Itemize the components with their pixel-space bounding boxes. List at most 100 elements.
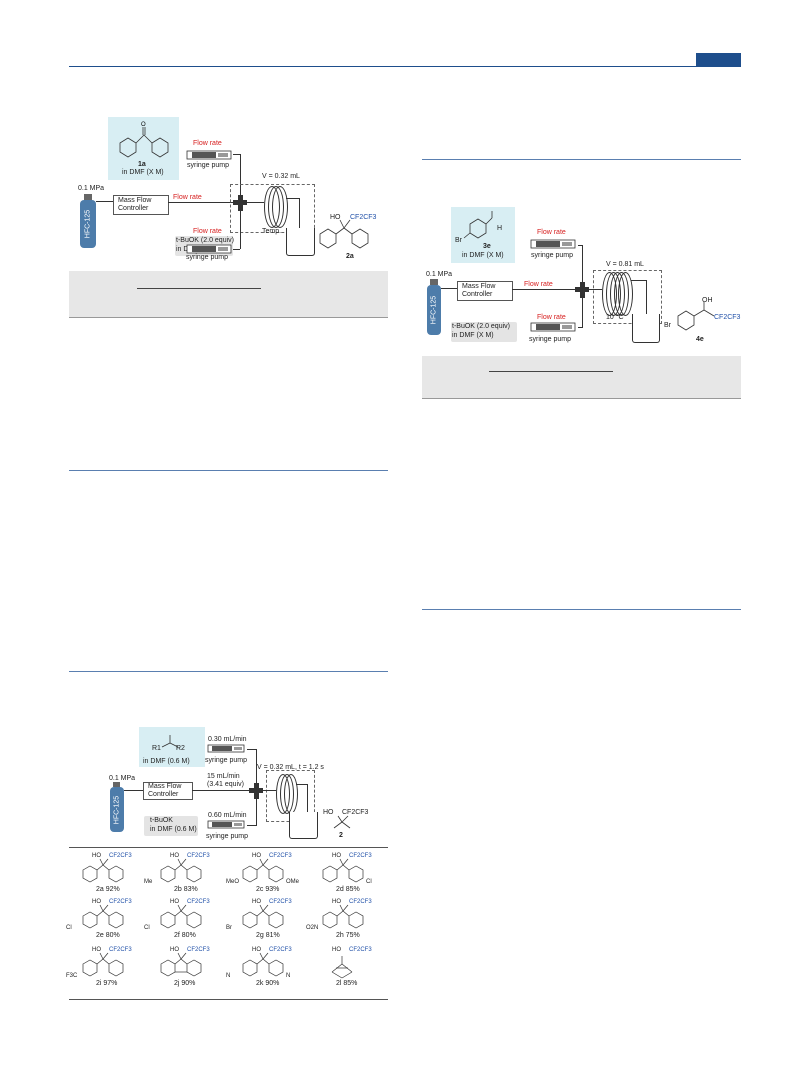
product-structure — [242, 858, 284, 883]
product-fluoro-group: CF2CF3 — [109, 947, 132, 953]
gas-cylinder: HFC-125 — [80, 200, 96, 248]
substituent-left: Br — [226, 925, 232, 931]
tube — [512, 289, 578, 290]
base-label-1: t-BuOK (2.0 equiv) — [176, 237, 234, 244]
section-rule — [69, 470, 388, 471]
conditions-table-header — [69, 271, 388, 317]
cylinder-label: HFC-125 — [84, 209, 92, 239]
syringe-pump-icon — [207, 820, 245, 829]
substituent-right: Cl — [366, 879, 372, 885]
substrate-solvent: in DMF (X M) — [462, 252, 504, 259]
substituent-left: O2N — [306, 925, 319, 931]
benzophenone-structure: O — [119, 122, 169, 158]
mfc-label-2: Controller — [462, 291, 493, 298]
flow-rate-label: 0.60 mL/min — [208, 812, 247, 819]
product-code: 2a — [346, 253, 354, 260]
tube — [441, 288, 458, 289]
valve-icon — [113, 782, 120, 787]
tube — [233, 154, 240, 155]
flow-rate-label: Flow rate — [193, 140, 222, 147]
product-fluoro-group: CF2CF3 — [269, 947, 292, 953]
temperature-label: Temp. — [262, 228, 282, 235]
product-oh: HO — [92, 853, 101, 859]
product-2-structure — [333, 815, 351, 829]
product-oh: HO — [330, 214, 341, 221]
syringe-pump-icon — [207, 744, 245, 753]
table-span-rule — [489, 371, 613, 372]
tube — [192, 790, 250, 791]
tube — [247, 825, 256, 826]
flow-rate-label: Flow rate — [537, 314, 566, 321]
tube — [307, 784, 308, 812]
product-fluoro-group: CF2CF3 — [187, 947, 210, 953]
product-code: 4e — [696, 336, 704, 343]
tube — [631, 280, 647, 281]
product-oh: HO — [92, 947, 101, 953]
tube — [582, 245, 583, 285]
base-label-1: t-BuOK (2.0 equiv) — [452, 323, 510, 330]
valve-icon — [430, 279, 438, 285]
section-rule — [422, 609, 741, 610]
product-fluoro-group: CF2CF3 — [187, 899, 210, 905]
product-4e-structure — [677, 302, 715, 331]
t-mixer-icon — [580, 282, 585, 298]
tube — [296, 784, 308, 785]
product-structure — [82, 858, 124, 883]
reactor-volume: V = 0.32 mL — [262, 173, 300, 180]
tube — [578, 327, 583, 328]
tube — [646, 280, 647, 318]
product-oh: HO — [170, 947, 179, 953]
substrate-code: 3e — [483, 243, 491, 250]
product-oh: HO — [332, 853, 341, 859]
aldehyde-structure — [463, 211, 493, 239]
product-fluoro-group: CF2CF3 — [187, 853, 210, 859]
flow-rate-label: Flow rate — [193, 228, 222, 235]
tube — [240, 208, 241, 249]
tube — [578, 245, 583, 246]
product-structure — [82, 952, 124, 977]
product-fluoro-group: CF2CF3 — [349, 947, 372, 953]
collection-beaker — [289, 812, 318, 839]
product-fluoro-group: CF2CF3 — [349, 899, 372, 905]
syringe-pump-label: syringe pump — [205, 757, 248, 764]
mass-flow-controller: Mass Flow Controller — [143, 782, 193, 800]
substituent-left: Cl — [66, 925, 72, 931]
t-mixer-icon — [254, 783, 259, 799]
substituent-left: N — [226, 973, 231, 979]
product-fluoro-group: CF2CF3 — [109, 853, 132, 859]
substrate-solvent: in DMF (X M) — [122, 169, 164, 176]
flow-rate-label: 0.30 mL/min — [208, 736, 247, 743]
base-label-1: t-BuOK — [150, 817, 173, 824]
product-yield-label: 2i 97% — [96, 980, 118, 987]
product-yield-label: 2c 93% — [256, 886, 280, 893]
tube — [96, 201, 113, 202]
reactor-coil — [284, 774, 298, 814]
collection-beaker — [632, 314, 660, 343]
syringe-pump-icon — [530, 322, 576, 332]
substituent-left: Me — [144, 879, 153, 885]
product-structure — [322, 858, 364, 883]
syringe-pump-label: syringe pump — [187, 162, 230, 169]
tube — [256, 796, 257, 826]
syringe-pump-label: syringe pump — [186, 254, 229, 261]
product-yield-label: 2f 80% — [174, 932, 196, 939]
tube — [256, 749, 257, 785]
product-yield-label: 2j 90% — [174, 980, 196, 987]
product-yield-label: 2k 90% — [256, 980, 280, 987]
product-2a-structure — [319, 219, 369, 249]
gas-equiv-label: (3.41 equiv) — [207, 781, 244, 788]
product-oh: HO — [252, 853, 261, 859]
product-yield-label: 2l 85% — [336, 980, 358, 987]
base-box — [451, 322, 517, 342]
mfc-label-1: Mass Flow — [462, 283, 496, 290]
product-yield-label: 2a 92% — [96, 886, 120, 893]
product-substituent: Br — [664, 322, 671, 329]
temperature-label: 10 °C — [606, 314, 624, 321]
tube — [589, 289, 602, 290]
mfc-label-2: Controller — [148, 791, 179, 798]
scope-table-top-rule — [69, 847, 388, 848]
